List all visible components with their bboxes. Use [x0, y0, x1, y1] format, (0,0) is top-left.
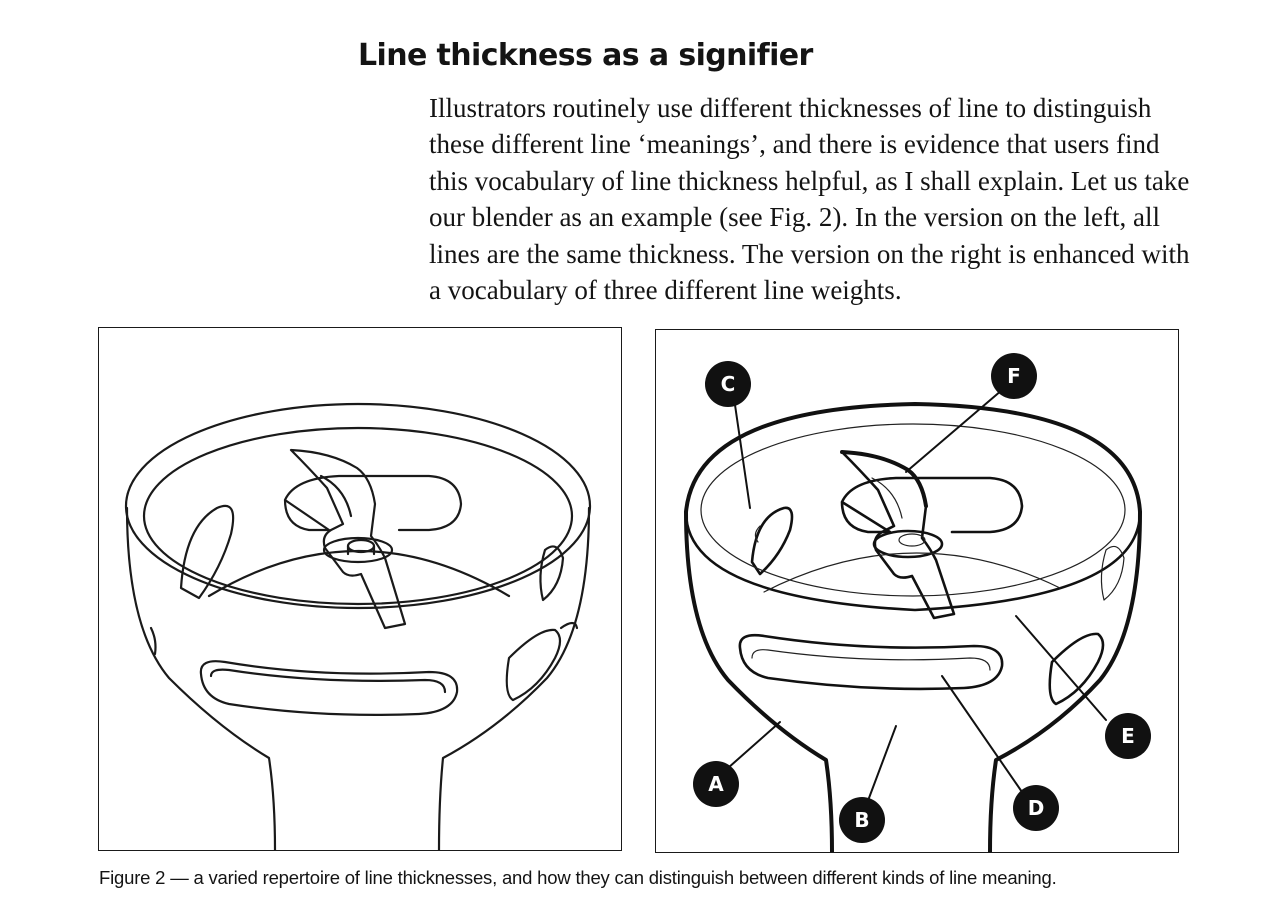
front-window	[738, 633, 1004, 691]
blender-illustration-uniform	[124, 402, 592, 850]
callout-f-badge: F	[991, 353, 1037, 399]
rim-inner-line	[142, 426, 574, 606]
callout-a-badge: A	[693, 761, 739, 807]
rim-outer-line	[684, 402, 1142, 514]
blender-illustration-varied: C F A B D E	[684, 353, 1151, 852]
svg-text:E: E	[1121, 724, 1135, 748]
callout-d-badge: D	[1013, 785, 1059, 831]
paragraph-line: Illustrators routinely use different thi…	[429, 93, 1152, 123]
svg-text:C: C	[721, 372, 736, 396]
paragraph-line: this vocabulary of line thickness helpfu…	[429, 165, 1190, 196]
paragraph-line: lines are the same thickness. The versio…	[429, 238, 1190, 269]
rim-inner-line	[700, 423, 1126, 597]
paragraph-line: a vocabulary of three different line wei…	[429, 275, 902, 306]
rim-outer-line	[124, 402, 592, 610]
figure-panel-right: C F A B D E	[655, 329, 1179, 853]
svg-text:D: D	[1028, 796, 1045, 820]
body-paragraph: Illustrators routinely use different thi…	[429, 90, 1229, 308]
rim-front-edge	[684, 510, 1142, 612]
section-heading: Line thickness as a signifier	[358, 38, 813, 73]
svg-text:B: B	[854, 808, 869, 832]
paragraph-line: our blender as an example (see Fig. 2). …	[429, 202, 1161, 233]
callout-b-badge: B	[839, 797, 885, 843]
svg-text:F: F	[1007, 364, 1021, 388]
callout-c-badge: C	[705, 361, 751, 407]
figure-caption: Figure 2 — a varied repertoire of line t…	[99, 867, 1057, 888]
callout-e-badge: E	[1105, 713, 1151, 759]
figure-panel-left	[98, 327, 622, 851]
svg-text:A: A	[708, 772, 724, 796]
paragraph-line: these different line ‘meanings’, and the…	[429, 129, 1160, 160]
